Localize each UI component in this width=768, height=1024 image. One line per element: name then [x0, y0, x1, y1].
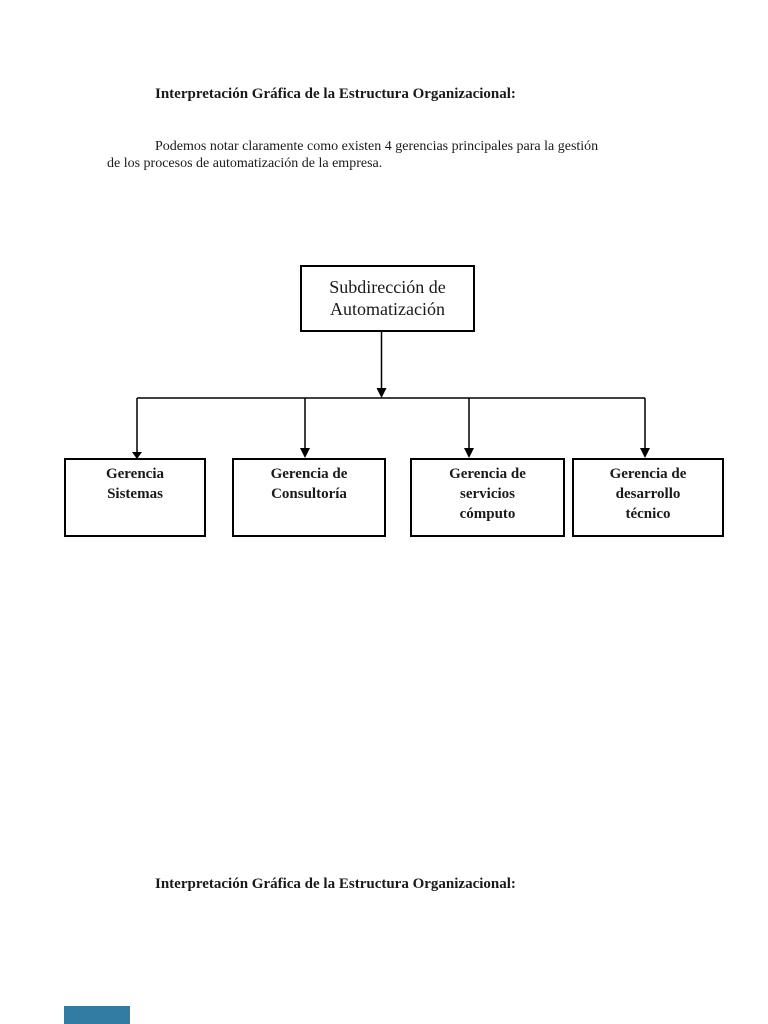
connector-lines [136, 332, 646, 455]
org-box-label-line: Automatización [330, 299, 445, 319]
org-box-gerencia-desarrollo-tecnico: Gerencia de desarrollo técnico [572, 458, 724, 537]
section-heading-top: Interpretación Gráfica de la Estructura … [155, 86, 516, 102]
org-box-label-line: Consultoría [271, 486, 347, 502]
org-box-label-line: Gerencia [105, 466, 165, 482]
org-box-label-line: Gerencia de [609, 466, 687, 482]
connector-arrowheads [132, 388, 650, 459]
org-box-subdireccion-automatizacion: Subdirección de Automatización [300, 265, 475, 332]
paragraph-line: Podemos notar claramente como existen 4 … [155, 139, 599, 154]
org-box-label-line: desarrollo [615, 486, 681, 502]
org-box-label-line: Subdirección de [329, 277, 446, 297]
org-box-label-line: servicios [460, 486, 515, 502]
org-box-label-line: Gerencia de [270, 466, 348, 482]
next-page-sliver [64, 1006, 130, 1024]
org-box-label-line: Sistemas [107, 486, 163, 502]
section-heading-bottom: Interpretación Gráfica de la Estructura … [155, 876, 516, 892]
intro-paragraph: Podemos notar claramente como existen 4 … [107, 138, 677, 172]
org-box-gerencia-consultoria: Gerencia de Consultoría [232, 458, 386, 537]
org-box-gerencia-servicios-computo: Gerencia de servicios cómputo [410, 458, 565, 537]
org-box-label-line: técnico [625, 506, 671, 522]
org-box-gerencia-sistemas: Gerencia Sistemas [64, 458, 206, 537]
org-box-label-line: Gerencia de [449, 466, 526, 482]
org-box-label-line: cómputo [459, 506, 516, 522]
paragraph-line: de los procesos de automatización de la … [107, 156, 383, 171]
